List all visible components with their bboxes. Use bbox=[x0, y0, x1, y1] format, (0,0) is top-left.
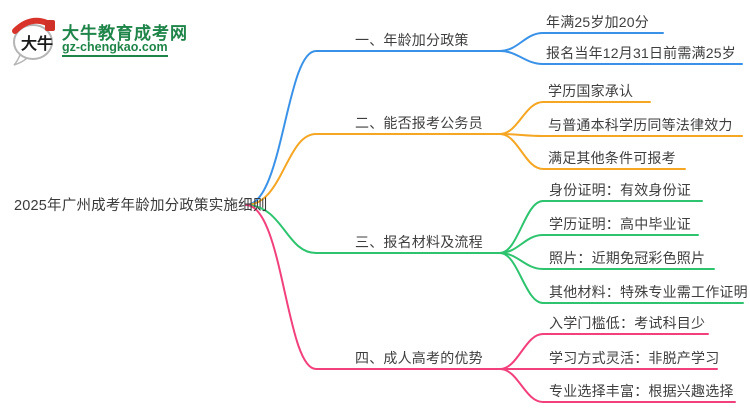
branch-2-curve bbox=[245, 133, 501, 206]
branch-4-label[interactable]: 四、成人高考的优势 bbox=[355, 350, 483, 366]
root-topic[interactable]: 2025年广州成考年龄加分政策实施细则 bbox=[14, 198, 268, 214]
branch-2-child-2[interactable]: 与普通本科学历同等法律效力 bbox=[548, 117, 733, 133]
branch-3-child-4-line bbox=[499, 252, 744, 304]
branch-2-child-1[interactable]: 学历国家承认 bbox=[548, 83, 634, 99]
branch-4-child-3-line bbox=[499, 368, 736, 403]
branch-2-child-3[interactable]: 满足其他条件可报考 bbox=[548, 150, 676, 166]
branch-1-child-2-line bbox=[499, 50, 743, 65]
site-url[interactable]: gz-chengkao.com bbox=[62, 40, 168, 57]
branch-2-child-1-line bbox=[499, 101, 651, 135]
branch-1-curve bbox=[245, 50, 501, 206]
branch-3-child-1[interactable]: 身份证明：有效身份证 bbox=[549, 182, 691, 198]
site-name[interactable]: 大牛教育成考网 bbox=[62, 24, 188, 43]
branch-2-label[interactable]: 二、能否报考公务员 bbox=[355, 115, 483, 131]
branch-3-child-2[interactable]: 学历证明：高中毕业证 bbox=[549, 216, 691, 232]
branch-3-child-1-line bbox=[499, 200, 703, 254]
branch-4-child-2[interactable]: 学习方式灵活：非脱产学习 bbox=[549, 350, 720, 366]
branch-3-child-3[interactable]: 照片：近期免冠彩色照片 bbox=[549, 250, 706, 266]
branch-1-label[interactable]: 一、年龄加分政策 bbox=[355, 32, 469, 48]
branch-1-child-1-line bbox=[499, 32, 664, 52]
site-logo-icon: 大牛 bbox=[12, 17, 55, 66]
logo-glyph-text: 大牛 bbox=[21, 34, 53, 53]
branch-3-curve bbox=[245, 204, 501, 254]
branch-1-child-2[interactable]: 报名当年12月31日前需满25岁 bbox=[546, 45, 736, 61]
branch-2-child-3-line bbox=[499, 133, 686, 170]
branch-3-child-4[interactable]: 其他材料：特殊专业需工作证明 bbox=[549, 284, 748, 300]
branch-4-child-1-line bbox=[499, 333, 709, 370]
branch-3-label[interactable]: 三、报名材料及流程 bbox=[355, 234, 483, 250]
branch-1-child-1[interactable]: 年满25岁加20分 bbox=[546, 14, 649, 30]
branch-4-child-1[interactable]: 入学门槛低：考试科目少 bbox=[549, 315, 706, 331]
branch-3-child-2-line bbox=[499, 234, 699, 254]
branch-4-child-3[interactable]: 专业选择丰富：根据兴趣选择 bbox=[549, 383, 734, 399]
branch-4-curve bbox=[245, 204, 501, 370]
